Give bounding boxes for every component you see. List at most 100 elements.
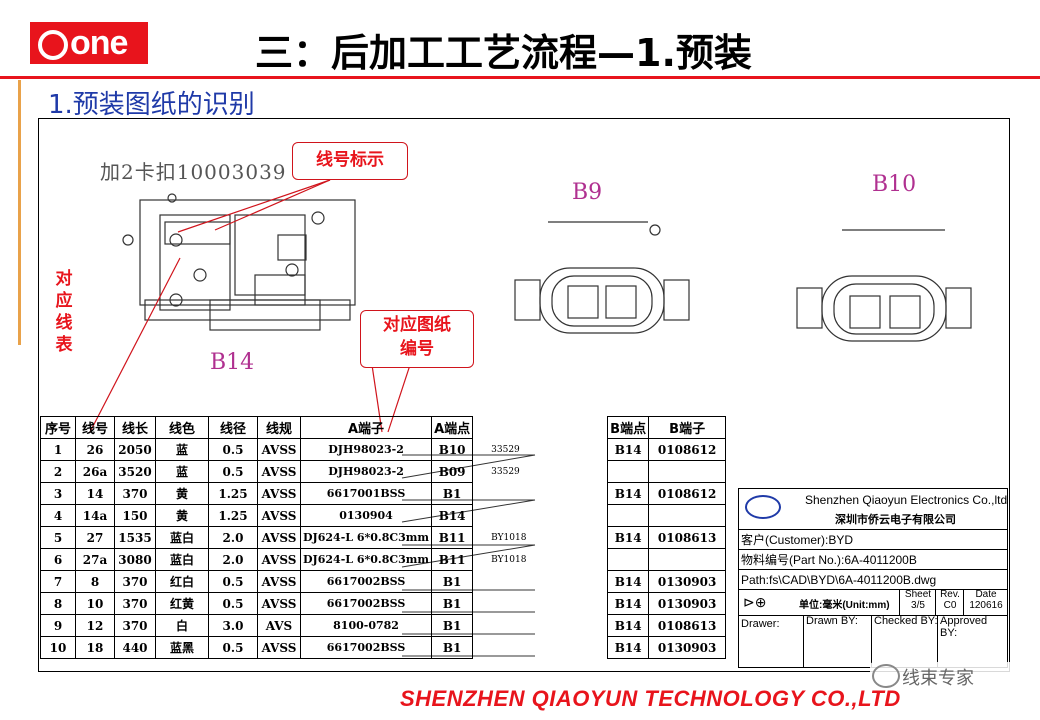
- cell-seq: 10: [40, 636, 76, 659]
- cell-wire: 26: [75, 438, 115, 461]
- cell-type: AVSS: [257, 460, 301, 483]
- cell-b-pt: B14: [607, 526, 650, 549]
- cell-mid: 33529: [472, 438, 609, 461]
- cell-a-pt: B1: [431, 592, 474, 615]
- cell-a-term: 8100-0782: [299, 614, 433, 637]
- cell-length: 440: [114, 636, 156, 659]
- cell-mid: BY1018: [472, 526, 609, 549]
- callout-drawing-number: 对应图纸 编号: [360, 310, 474, 368]
- cell-b-pt: B14: [607, 636, 650, 659]
- cell-b-pt: [607, 504, 650, 527]
- cell-gauge: 0.5: [208, 570, 258, 593]
- cell-a-pt: B1: [431, 614, 474, 637]
- date-value: 120616: [969, 600, 1003, 611]
- cell-color: 红白: [155, 570, 209, 593]
- cell-b-term: 0130903: [648, 636, 727, 659]
- sheet-value: 3/5: [911, 600, 925, 611]
- cell-type: AVSS: [257, 438, 301, 461]
- cell-seq: 2: [40, 460, 76, 483]
- cell-length: 370: [114, 482, 156, 505]
- part-no-row: 物料编号(Part No.):6A-4011200B: [739, 549, 1007, 570]
- cell-gauge: 0.5: [208, 460, 258, 483]
- cell-b-term: 0108613: [648, 614, 727, 637]
- cell-color: 蓝: [155, 438, 209, 461]
- drawn-by-label: Drawn BY:: [803, 615, 858, 667]
- signature-row: Drawer: Drawn BY: Checked BY: Approved B…: [739, 615, 1007, 668]
- rev-label: Rev.: [940, 589, 960, 600]
- cell-color: 黄: [155, 482, 209, 505]
- cell-wire: 18: [75, 636, 115, 659]
- cell-type: AVSS: [257, 570, 301, 593]
- cell-type: AVSS: [257, 548, 301, 571]
- cell-b-pt: B14: [607, 482, 650, 505]
- wechat-icon: [872, 664, 900, 688]
- cell-seq: 8: [40, 592, 76, 615]
- cell-b-term: 0108612: [648, 482, 727, 505]
- company-mark-icon: [745, 495, 781, 519]
- cell-a-term: 6617002BSS: [299, 592, 433, 615]
- cell-length: 370: [114, 570, 156, 593]
- cell-b-term: 0108612: [648, 438, 727, 461]
- cell-mid: [472, 482, 609, 505]
- approved-by-label: Approved BY:: [937, 615, 1007, 667]
- col-header: A端子: [299, 416, 433, 439]
- cell-a-pt: B10: [431, 438, 474, 461]
- col-header: B端子: [648, 416, 727, 439]
- cell-a-pt: B11: [431, 548, 474, 571]
- cell-seq: 4: [40, 504, 76, 527]
- cell-seq: 3: [40, 482, 76, 505]
- cell-a-term: 6617001BSS: [299, 482, 433, 505]
- callout-wire-mark: 线号标示: [292, 142, 408, 180]
- cell-b-pt: B14: [607, 592, 650, 615]
- connector-b10-drawing: [796, 229, 972, 342]
- cell-seq: 5: [40, 526, 76, 549]
- cell-seq: 6: [40, 548, 76, 571]
- col-header: [472, 416, 609, 439]
- cell-seq: 9: [40, 614, 76, 637]
- cell-wire: 10: [75, 592, 115, 615]
- rev-cell: Rev. C0: [935, 589, 964, 615]
- company-name-en: Shenzhen Qiaoyun Electronics Co.,ltd: [805, 493, 1008, 507]
- wechat-watermark: 线束专家: [870, 662, 1020, 689]
- cell-gauge: 0.5: [208, 438, 258, 461]
- cell-a-pt: B11: [431, 526, 474, 549]
- col-header: 序号: [40, 416, 76, 439]
- rev-value: C0: [943, 600, 957, 611]
- cell-color: 黄: [155, 504, 209, 527]
- company-logo: one: [30, 22, 148, 64]
- col-header: B端点: [607, 416, 650, 439]
- cell-mid: [472, 592, 609, 615]
- cell-length: 150: [114, 504, 156, 527]
- wire-table-header: 序号 线号 线长 线色 线径 线规 A端子 A端点 B端点 B端子: [40, 416, 727, 439]
- cell-length: 370: [114, 614, 156, 637]
- cell-gauge: 1.25: [208, 482, 258, 505]
- annotation-arrows: [89, 179, 411, 433]
- cell-a-term: 0130904: [299, 504, 433, 527]
- cell-a-term: DJ624-L 6*0.8C3mm: [299, 526, 433, 549]
- projection-symbol-icon: ⊳⊕: [743, 594, 767, 610]
- cell-gauge: 1.25: [208, 504, 258, 527]
- col-header: 线长: [114, 416, 156, 439]
- sheet-cell: Sheet 3/5: [899, 589, 936, 615]
- cell-a-pt: B1: [431, 636, 474, 659]
- part-no-text: 物料编号(Part No.):6A-4011200B: [741, 553, 917, 567]
- connector-b9-drawing: [514, 221, 690, 334]
- cell-wire: 14a: [75, 504, 115, 527]
- cell-mid: [472, 614, 609, 637]
- cell-mid: [472, 570, 609, 593]
- col-header: 线色: [155, 416, 209, 439]
- drawer-label: Drawer:: [741, 618, 780, 630]
- cell-type: AVSS: [257, 482, 301, 505]
- cell-length: 1535: [114, 526, 156, 549]
- cell-color: 红黄: [155, 592, 209, 615]
- cell-a-term: DJH98023-2: [299, 460, 433, 483]
- cell-b-term: [648, 460, 727, 483]
- cell-wire: 14: [75, 482, 115, 505]
- cell-a-term: 6617002BSS: [299, 636, 433, 659]
